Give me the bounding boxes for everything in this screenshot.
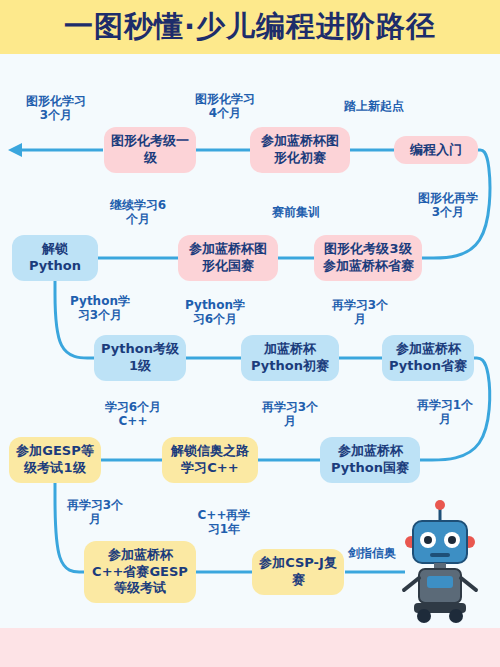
path-connector [278,257,314,260]
step-label: 剑指信奥 [346,545,398,561]
step-label: 踏上新起点 [342,98,406,114]
step-text: 编程入门 [400,142,472,159]
step-text: Python考级1级 [100,341,180,375]
end-line [345,571,405,574]
step-text: 参加蓝桥杯Python省赛 [388,341,468,375]
step-label: 再学习1个月 [412,397,478,428]
step-box: 参加蓝桥杯图形化国赛 [178,235,278,281]
step-text: 图形化考级一级 [110,133,190,167]
step-label: Python学习3个月 [67,293,133,324]
title-banner: 一图秒懂·少儿编程进阶路径 [0,0,500,54]
step-text: 加蓝桥杯Python初赛 [247,341,333,375]
path-connector [258,459,320,462]
bottom-band [0,628,500,667]
arrow-head [8,143,22,157]
step-text: 参加CSP-J复赛 [258,555,338,589]
step-label: 图形化学习3个月 [23,93,89,124]
step-label: 赛前集训 [270,204,322,220]
step-box: 参加蓝桥杯Python国赛 [320,437,420,483]
path-connector [186,357,241,360]
step-label: 继续学习6个月 [105,197,171,228]
step-text: 参加GESP等级考试1级 [15,443,95,477]
path-connector [98,257,178,260]
path-connector [196,570,252,573]
step-text: 图形化考级3级参加蓝桥杯省赛 [320,241,416,275]
title-text: 一图秒懂·少儿编程进阶路径 [64,7,436,47]
step-box: Python考级1级 [94,335,186,381]
step-box: 解锁Python [12,235,98,281]
step-box: 参加GESP等级考试1级 [9,437,101,483]
step-text: 参加蓝桥杯Python国赛 [326,443,414,477]
step-box: 参加蓝桥杯图形化初赛 [250,127,350,173]
step-box: 解锁信奥之路学习C++ [162,437,258,483]
step-box: 参加CSP-J复赛 [252,549,344,595]
path-connector [196,149,250,152]
step-label: 图形化再学3个月 [415,190,481,221]
step-box: 图形化考级3级参加蓝桥杯省赛 [314,235,422,281]
step-box: 编程入门 [394,136,478,165]
step-box: 图形化考级一级 [104,127,196,173]
step-label: 再学习3个月 [62,497,128,528]
path-connector [339,357,382,360]
step-text: 参加蓝桥杯C++省赛GESP等级考试 [90,547,190,598]
step-box: 参加蓝桥杯Python省赛 [382,335,474,381]
step-label: 再学习3个月 [327,297,393,328]
step-label: 学习6个月C++ [100,399,166,430]
path-connector [101,459,162,462]
step-text: 参加蓝桥杯图形化国赛 [184,241,272,275]
robot-illustration [404,500,476,623]
step-label: C++再学习1年 [191,507,257,538]
step-box: 加蓝桥杯Python初赛 [241,335,339,381]
step-box: 参加蓝桥杯C++省赛GESP等级考试 [84,541,196,604]
step-label: 再学习3个月 [257,399,323,430]
step-text: 参加蓝桥杯图形化初赛 [256,133,344,167]
step-label: Python学习6个月 [182,297,248,328]
step-text: 解锁Python [18,241,92,275]
start-line [20,149,103,152]
step-text: 解锁信奥之路学习C++ [168,443,252,477]
path-connector [350,148,394,151]
step-label: 图形化学习4个月 [192,91,258,122]
